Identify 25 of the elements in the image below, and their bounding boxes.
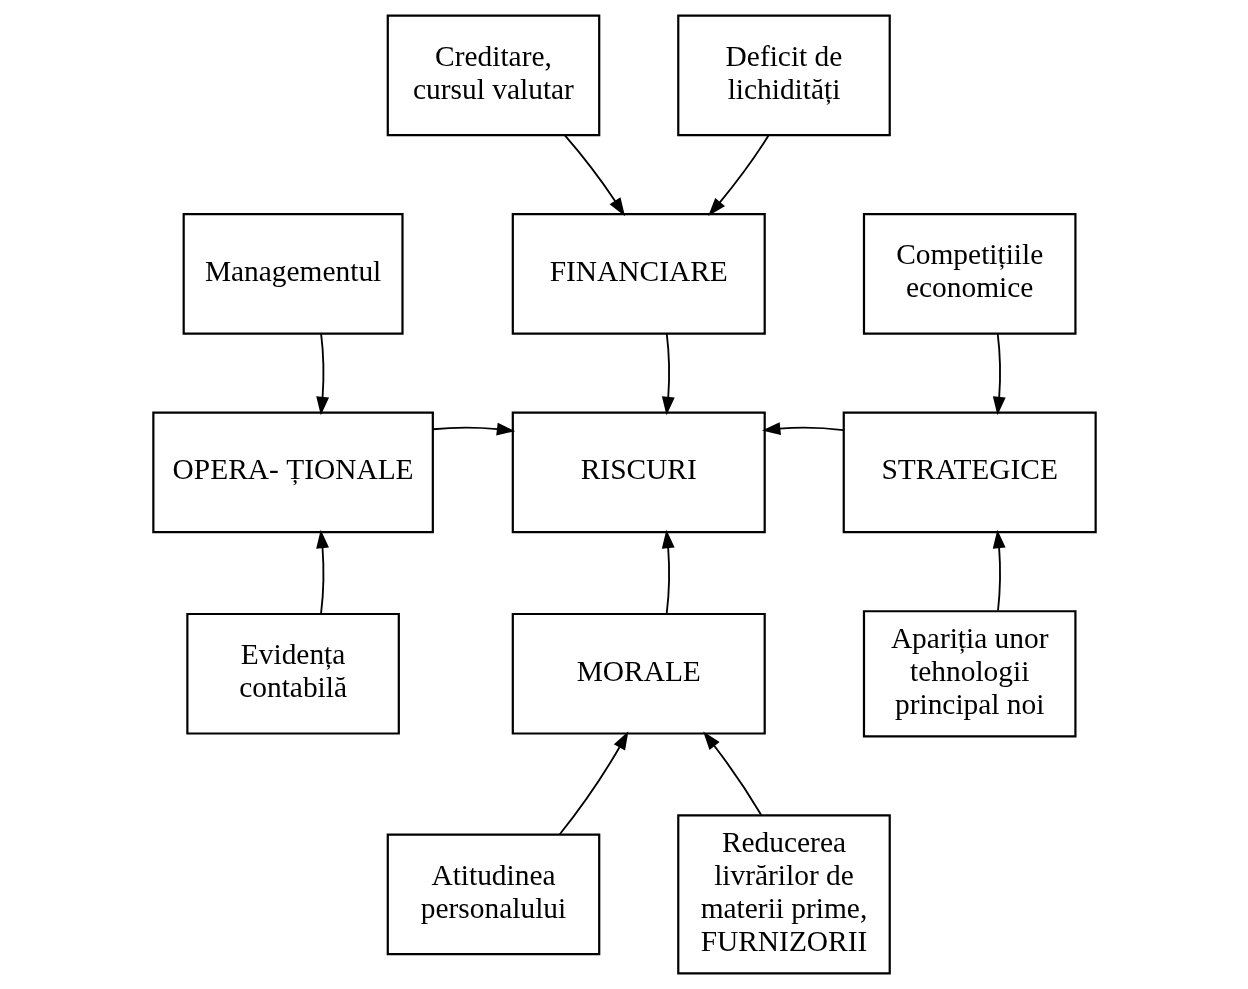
arrow xyxy=(563,134,625,217)
arrow xyxy=(992,332,1006,416)
arrow xyxy=(761,422,844,435)
node-box: Managementul xyxy=(182,213,404,335)
node-box: Competițiile economice xyxy=(862,213,1077,335)
arrow xyxy=(315,332,329,416)
arrow xyxy=(558,731,628,836)
node-box: RISCURI xyxy=(511,411,766,534)
node-box: MORALE xyxy=(511,612,766,735)
arrow xyxy=(661,529,675,615)
node-box: Apariția unor tehnologii principal noi xyxy=(862,610,1077,738)
arrow xyxy=(707,134,770,217)
arrow xyxy=(992,529,1006,612)
node-box: Creditare, cursul valutar xyxy=(386,14,600,137)
arrow xyxy=(661,332,675,416)
node-box: OPERA- ȚIONALE xyxy=(151,411,434,534)
arrow xyxy=(702,731,762,816)
node-box: Deficit de lichidități xyxy=(676,14,891,137)
node-box: Atitudinea personalului xyxy=(386,833,600,956)
arrow xyxy=(431,422,515,436)
node-box: Reducerea livrărilor de materii prime, FURNIZORII xyxy=(676,814,891,975)
node-box: FINANCIARE xyxy=(511,213,766,335)
node-box: STRATEGICE xyxy=(842,411,1097,534)
node-box: Evidența contabilă xyxy=(185,612,400,735)
arrow xyxy=(315,529,329,615)
